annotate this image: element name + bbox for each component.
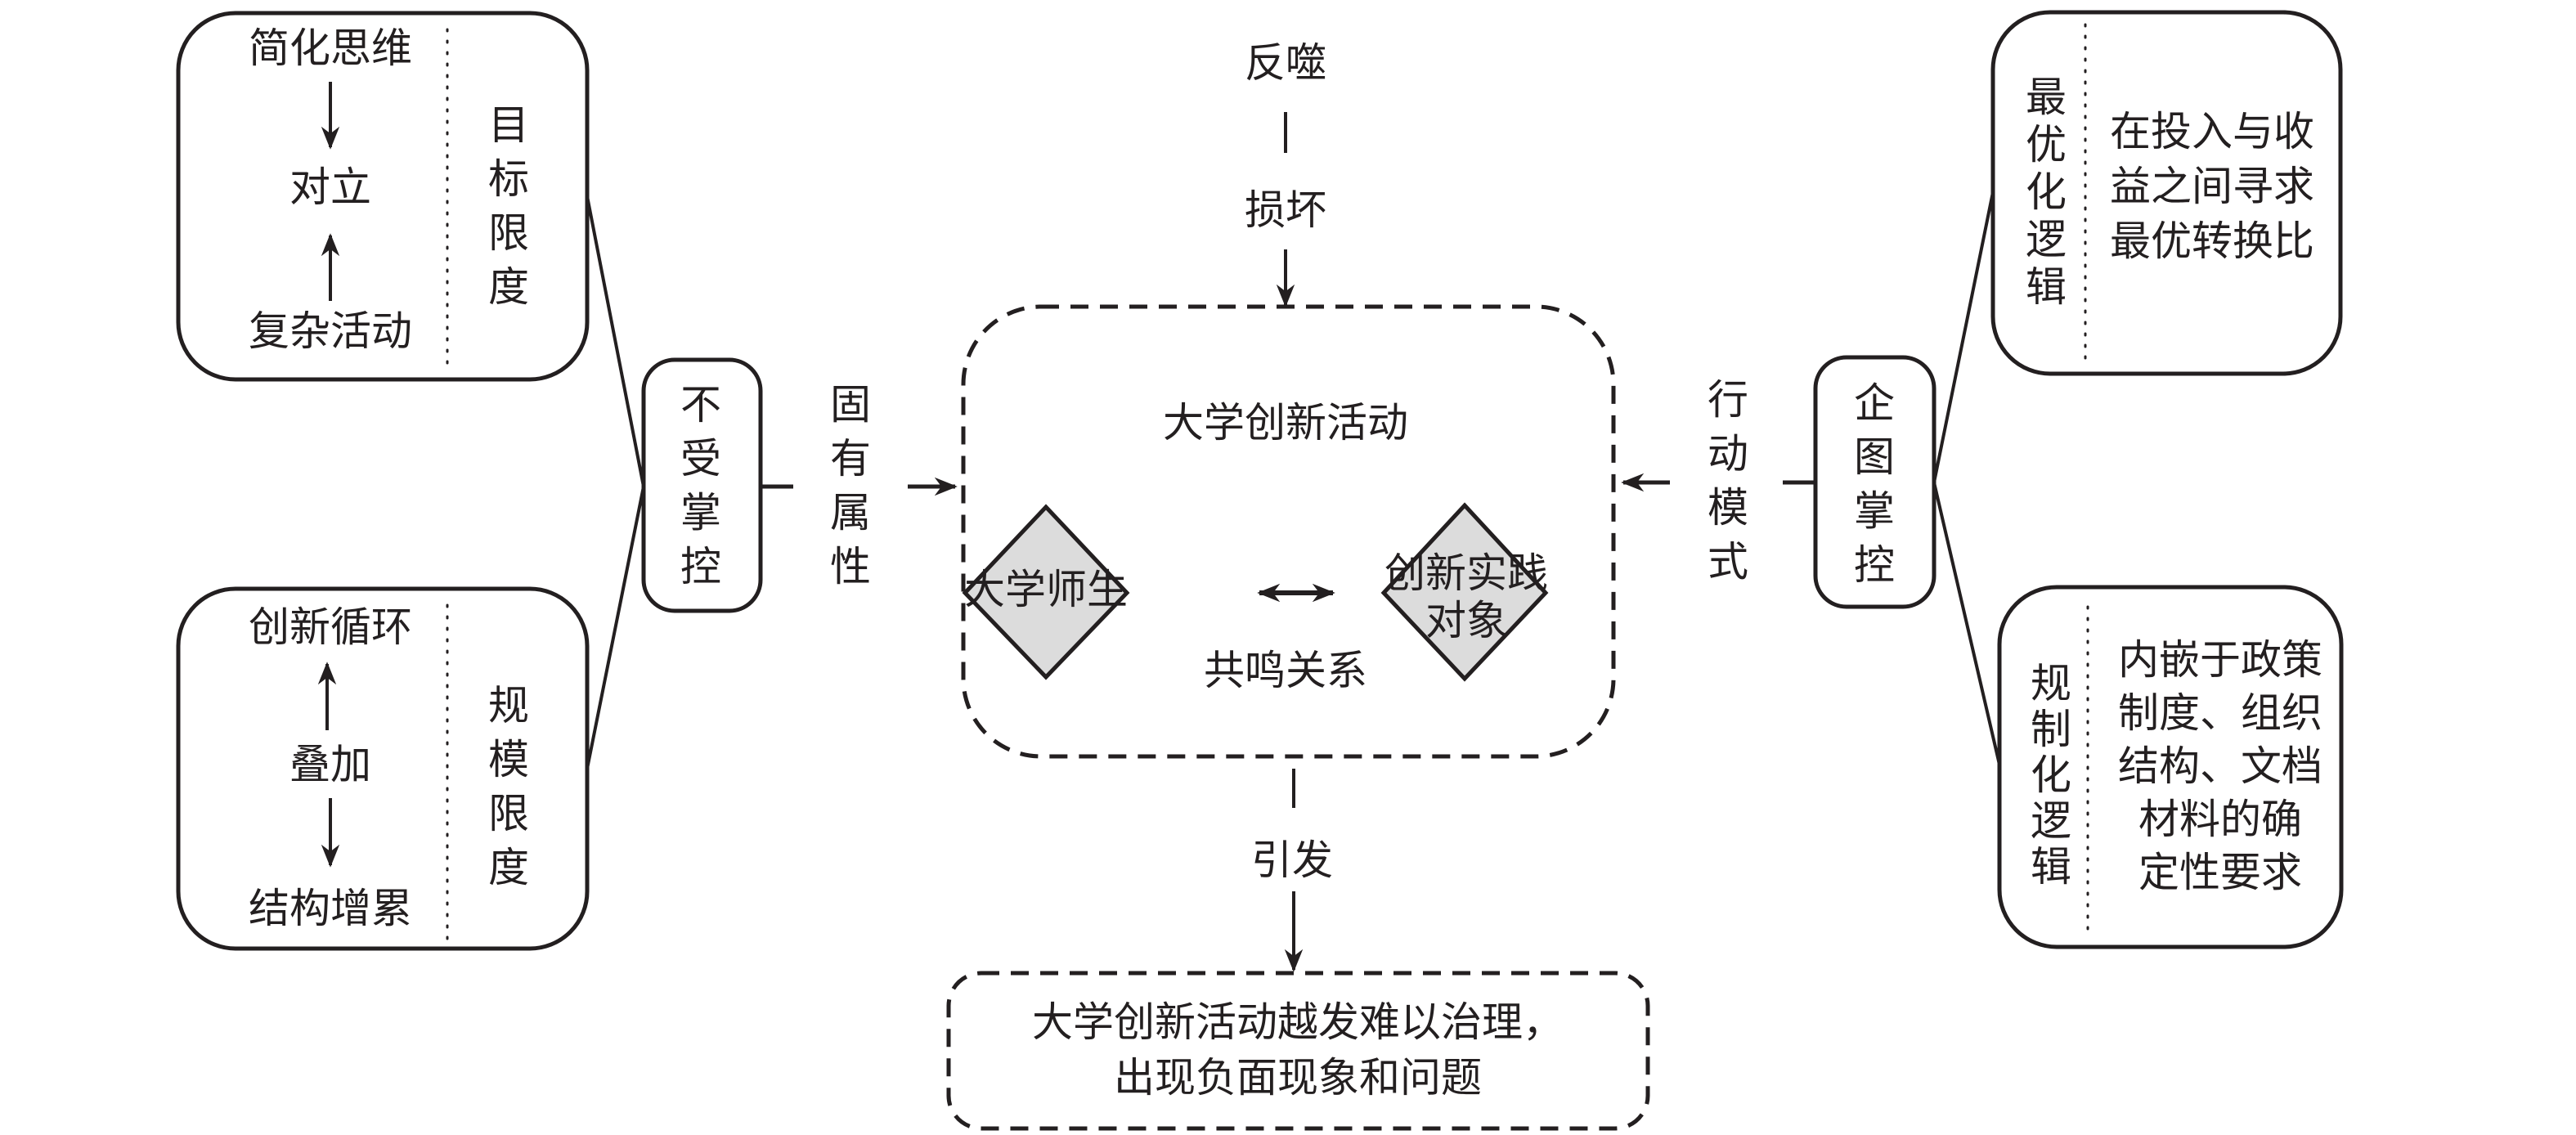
vertical-char: 辑 <box>2026 263 2067 311</box>
vertical-char: 化 <box>2031 751 2071 799</box>
vertical-char: 度 <box>488 263 529 311</box>
vertical-char: 最 <box>2026 74 2067 121</box>
optimization-description: 在投入与收 益之间寻求 最优转换比 <box>2110 108 2314 265</box>
backlash-label: 反噬 <box>1245 39 1326 87</box>
inherent-attribute-label: 固有属性 <box>828 378 873 594</box>
vertical-char: 企 <box>1854 379 1895 427</box>
node-innovation-object <box>1380 502 1549 682</box>
connector-goal-to-hub <box>586 195 645 487</box>
simplified-thinking-label: 简化思维 <box>249 25 412 72</box>
vertical-char: 固 <box>830 381 871 428</box>
vertical-char: 度 <box>488 844 529 891</box>
center-title: 大学创新活动 <box>1163 399 1408 446</box>
vertical-char: 规 <box>488 682 529 729</box>
vertical-char: 辑 <box>2031 843 2071 891</box>
trigger-label: 引发 <box>1251 837 1333 884</box>
damage-label: 损坏 <box>1245 186 1326 234</box>
vertical-char: 制 <box>2031 706 2071 753</box>
uncontrollable-label: 不受掌控 <box>678 378 724 594</box>
connector-hub-to-regulation <box>1932 482 2001 765</box>
vertical-char: 行 <box>1708 376 1748 424</box>
vertical-char: 受 <box>680 435 721 482</box>
vertical-char: 性 <box>830 543 871 590</box>
connector-hub-to-optimization <box>1932 191 1995 483</box>
vertical-char: 有 <box>830 435 871 482</box>
vertical-char: 逻 <box>2031 797 2071 845</box>
attempt-control-label: 企图掌控 <box>1851 376 1897 592</box>
vertical-char: 规 <box>2031 660 2071 707</box>
vertical-char: 标 <box>488 155 529 203</box>
vertical-char: 优 <box>2026 121 2067 168</box>
regulation-description: 内嵌于政策 制度、组织 结构、文档 材料的确 定性要求 <box>2118 636 2322 896</box>
stacking-label: 叠加 <box>289 741 371 788</box>
innovation-cycle-label: 创新循环 <box>249 603 412 651</box>
vertical-char: 属 <box>830 489 871 536</box>
innovation-object-label: 创新实践 对象 <box>1384 550 1548 644</box>
regulation-logic-box <box>1997 585 2344 949</box>
connector-scale-to-hub <box>586 486 645 769</box>
outcome-text: 大学创新活动越发难以治理， 出现负面现象和问题 <box>1032 998 1564 1101</box>
vertical-char: 模 <box>1708 484 1748 532</box>
vertical-char: 控 <box>680 543 721 590</box>
vertical-char: 掌 <box>680 489 721 536</box>
vertical-char: 目 <box>488 101 529 149</box>
complex-activity-label: 复杂活动 <box>249 307 412 355</box>
vertical-char: 动 <box>1708 430 1748 478</box>
vertical-char: 掌 <box>1854 487 1895 535</box>
optimization-logic-box <box>1990 10 2343 376</box>
regulation-logic-label: 规制化逻辑 <box>2028 661 2074 890</box>
goal-limit-label: 目标限度 <box>486 98 532 314</box>
optimization-logic-label: 最优化逻辑 <box>2023 74 2069 311</box>
teachers-students-label: 大学师生 <box>964 566 1128 613</box>
structural-accumulation-label: 结构增累 <box>249 885 412 932</box>
vertical-char: 控 <box>1854 541 1895 589</box>
vertical-char: 不 <box>680 381 721 428</box>
vertical-char: 式 <box>1708 538 1748 585</box>
node-teachers-students <box>962 504 1130 680</box>
vertical-char: 图 <box>1854 433 1895 481</box>
vertical-char: 逻 <box>2026 216 2067 263</box>
vertical-char: 模 <box>488 736 529 783</box>
vertical-char: 限 <box>488 790 529 837</box>
vertical-char: 限 <box>488 209 529 257</box>
action-mode-label: 行动模式 <box>1705 373 1751 589</box>
scale-limit-label: 规模限度 <box>486 679 532 895</box>
vertical-char: 化 <box>2026 168 2067 216</box>
opposition-label: 对立 <box>289 164 371 211</box>
resonance-label: 共鸣关系 <box>1204 647 1367 694</box>
